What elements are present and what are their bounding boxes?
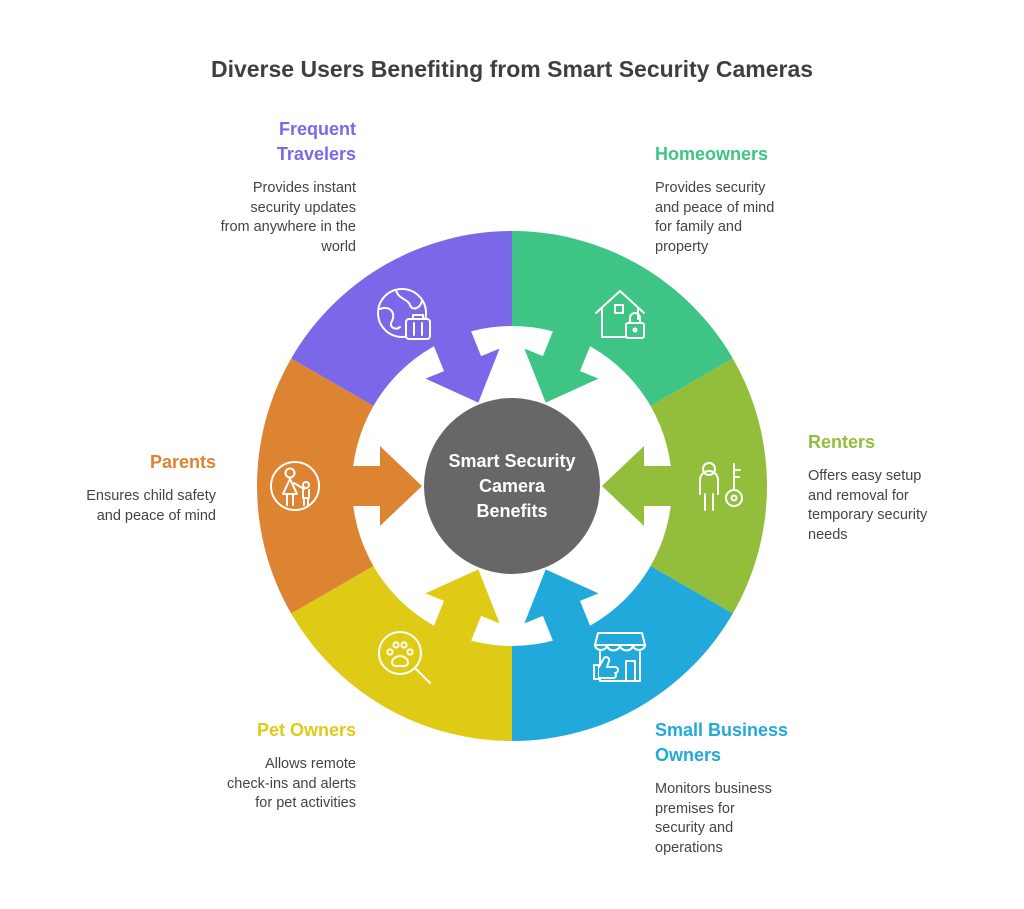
arrow-layer [344,322,680,650]
frequent-travelers-title: Frequent Travelers [276,119,356,164]
pet-owners-label: Pet Owners Allows remote check-ins and a… [116,718,356,814]
homeowners-title: Homeowners [655,144,769,164]
small-business-owners-label: Small Business Owners Monitors business … [655,718,895,858]
renters-segment [650,358,767,614]
segment-ring [257,231,767,741]
small-business-owners-segment [512,566,733,741]
globe-luggage-icon [377,288,431,340]
parents-arrow [344,446,422,526]
renters-title: Renters [808,432,876,452]
homeowners-arrow [524,322,599,403]
homeowners-label: Homeowners Provides security and peace o… [655,142,895,257]
frequent-travelers-arrow [425,322,500,403]
pet-owners-arrow [425,569,500,650]
parents-segment [257,358,374,614]
frequent-travelers-description: Provides instant security updates from a… [220,180,356,255]
pet-owners-title: Pet Owners [256,720,356,740]
page-title: Diverse Users Benefiting from Smart Secu… [210,56,814,82]
paw-magnifier-icon [378,631,431,684]
small-business-owners-title: Small Business Owners [655,720,789,765]
person-key-icon [699,462,743,511]
frequent-travelers-segment [291,231,512,406]
parents-label: Parents Ensures child safety and peace o… [0,450,216,526]
renters-description: Offers easy setup and removal for tempor… [808,468,928,543]
house-lock-icon [595,290,645,339]
renters-arrow [602,446,680,526]
parent-child-icon [270,461,320,511]
frequent-travelers-label: Frequent Travelers Provides instant secu… [116,117,356,257]
small-business-owners-description: Monitors business premises for security … [655,781,772,856]
pet-owners-description: Allows remote check-ins and alerts for p… [227,756,356,811]
parents-description: Ensures child safety and peace of mind [86,488,216,524]
homeowners-segment [512,231,733,406]
renters-label: Renters Offers easy setup and removal fo… [808,430,1024,545]
center-circle [424,398,600,574]
homeowners-description: Provides security and peace of mind for … [655,180,775,255]
small-business-owners-arrow [524,569,599,650]
center-label: Smart Security Camera Benefits [448,451,576,521]
storefront-thumbsup-icon [593,632,646,682]
pet-owners-segment [291,566,512,741]
parents-title: Parents [149,452,216,472]
